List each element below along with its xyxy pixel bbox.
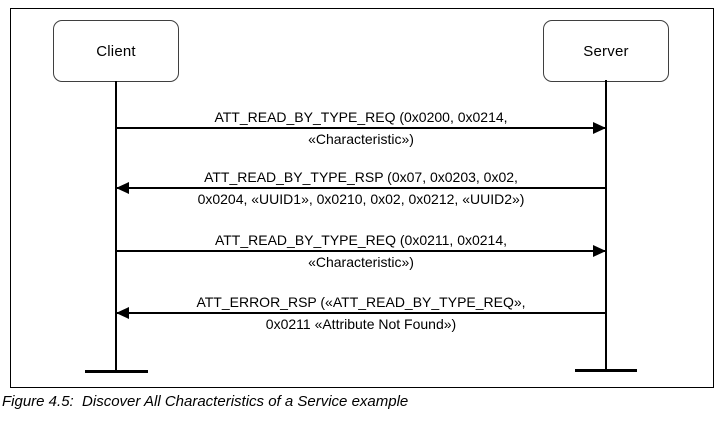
message-2-text-line2: 0x0204, «UUID1», 0x0210, 0x02, 0x0212, «… [197,191,525,207]
arrowhead-left-icon [116,182,129,194]
message-3-text-line1: ATT_READ_BY_TYPE_REQ (0x0211, 0x0214, [214,232,508,248]
message-4-text-line1: ATT_ERROR_RSP («ATT_READ_BY_TYPE_REQ», [196,294,526,310]
message-2-arrow [116,182,606,194]
figure-caption: Figure 4.5: Discover All Characteristics… [2,393,409,410]
message-4-text-line2: 0x0211 «Attribute Not Found») [265,316,457,332]
arrowhead-right-icon [593,122,606,134]
actor-client-label: Client [96,42,136,60]
client-lifeline-end-bar [85,370,148,373]
client-lifeline [115,81,117,372]
message-1-arrow [116,122,606,134]
actor-client-box: Client [53,20,179,82]
message-3-arrow [116,245,606,257]
actor-server-box: Server [543,20,669,82]
message-1-text-line2: «Characteristic») [308,131,414,147]
message-3-text-line2: «Characteristic») [308,254,414,270]
server-lifeline [605,80,607,371]
message-2-text-line1: ATT_READ_BY_TYPE_RSP (0x07, 0x0203, 0x02… [204,169,518,185]
arrowhead-right-icon [593,245,606,257]
arrowhead-left-icon [116,307,129,319]
message-1-text-line1: ATT_READ_BY_TYPE_REQ (0x0200, 0x0214, [214,109,508,125]
message-4-arrow [116,307,606,319]
actor-server-label: Server [583,42,629,60]
server-lifeline-end-bar [575,369,637,372]
